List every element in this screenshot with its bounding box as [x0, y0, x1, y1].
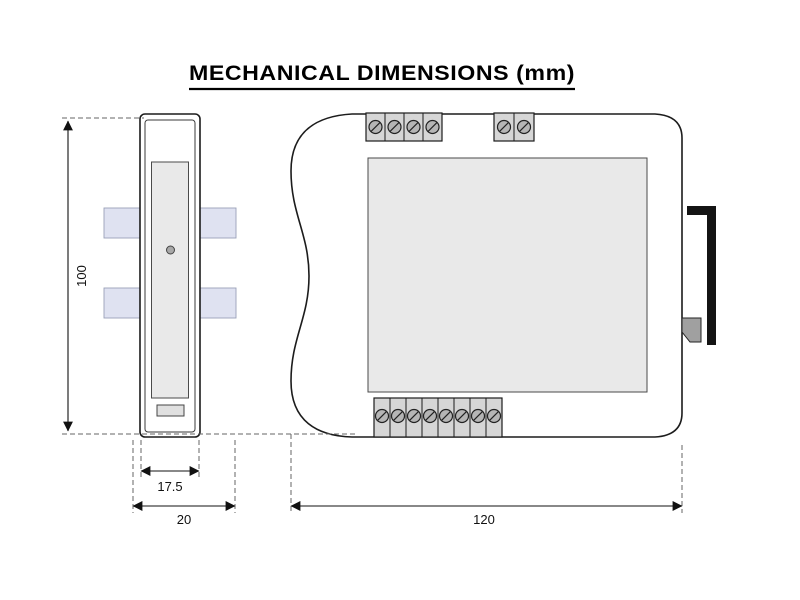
mounting-tab-top-left [103, 207, 142, 239]
terminal-screw-icon [516, 119, 532, 135]
terminal-screw-icon [390, 408, 406, 424]
terminal-screw-icon [406, 119, 421, 135]
terminal-screw-icon [422, 408, 438, 424]
dimension-label-depth: 120 [473, 512, 495, 527]
bottom-connector [156, 404, 185, 417]
mounting-tab-top-right [198, 207, 237, 239]
dimension-label-body-width: 17.5 [157, 479, 182, 494]
terminal-screw-icon [425, 119, 440, 135]
led-indicator [166, 245, 175, 255]
page-title: MECHANICAL DIMENSIONS (mm) [189, 62, 575, 85]
dimension-label-height: 100 [74, 265, 89, 287]
front-view-inner-outline [144, 119, 196, 433]
side-view [290, 112, 716, 438]
terminal-screw-icon [496, 119, 512, 135]
front-panel [151, 161, 189, 399]
din-rail-top-flange [687, 206, 716, 215]
dimension-annotations: 100 17.5 20 120 [62, 117, 683, 527]
terminal-screw-icon [387, 119, 402, 135]
din-rail-latch [681, 317, 702, 343]
din-rail [681, 206, 716, 345]
terminal-block-top-left [365, 112, 443, 142]
front-view [103, 113, 237, 438]
dimension-label-total-width: 20 [177, 512, 191, 527]
terminal-screw-icon [438, 408, 454, 424]
terminal-screw-icon [374, 408, 390, 424]
mounting-tab-bottom-right [198, 287, 237, 319]
terminal-screw-icon [470, 408, 486, 424]
terminal-screw-icon [406, 408, 422, 424]
terminal-block-bottom [373, 397, 503, 438]
terminal-screw-icon [454, 408, 470, 424]
din-rail-web [707, 206, 716, 345]
mounting-tab-bottom-left [103, 287, 142, 319]
label-area [367, 157, 648, 393]
terminal-screw-icon [486, 408, 502, 424]
terminal-screw-icon [368, 119, 383, 135]
terminal-block-top-right [493, 112, 535, 142]
